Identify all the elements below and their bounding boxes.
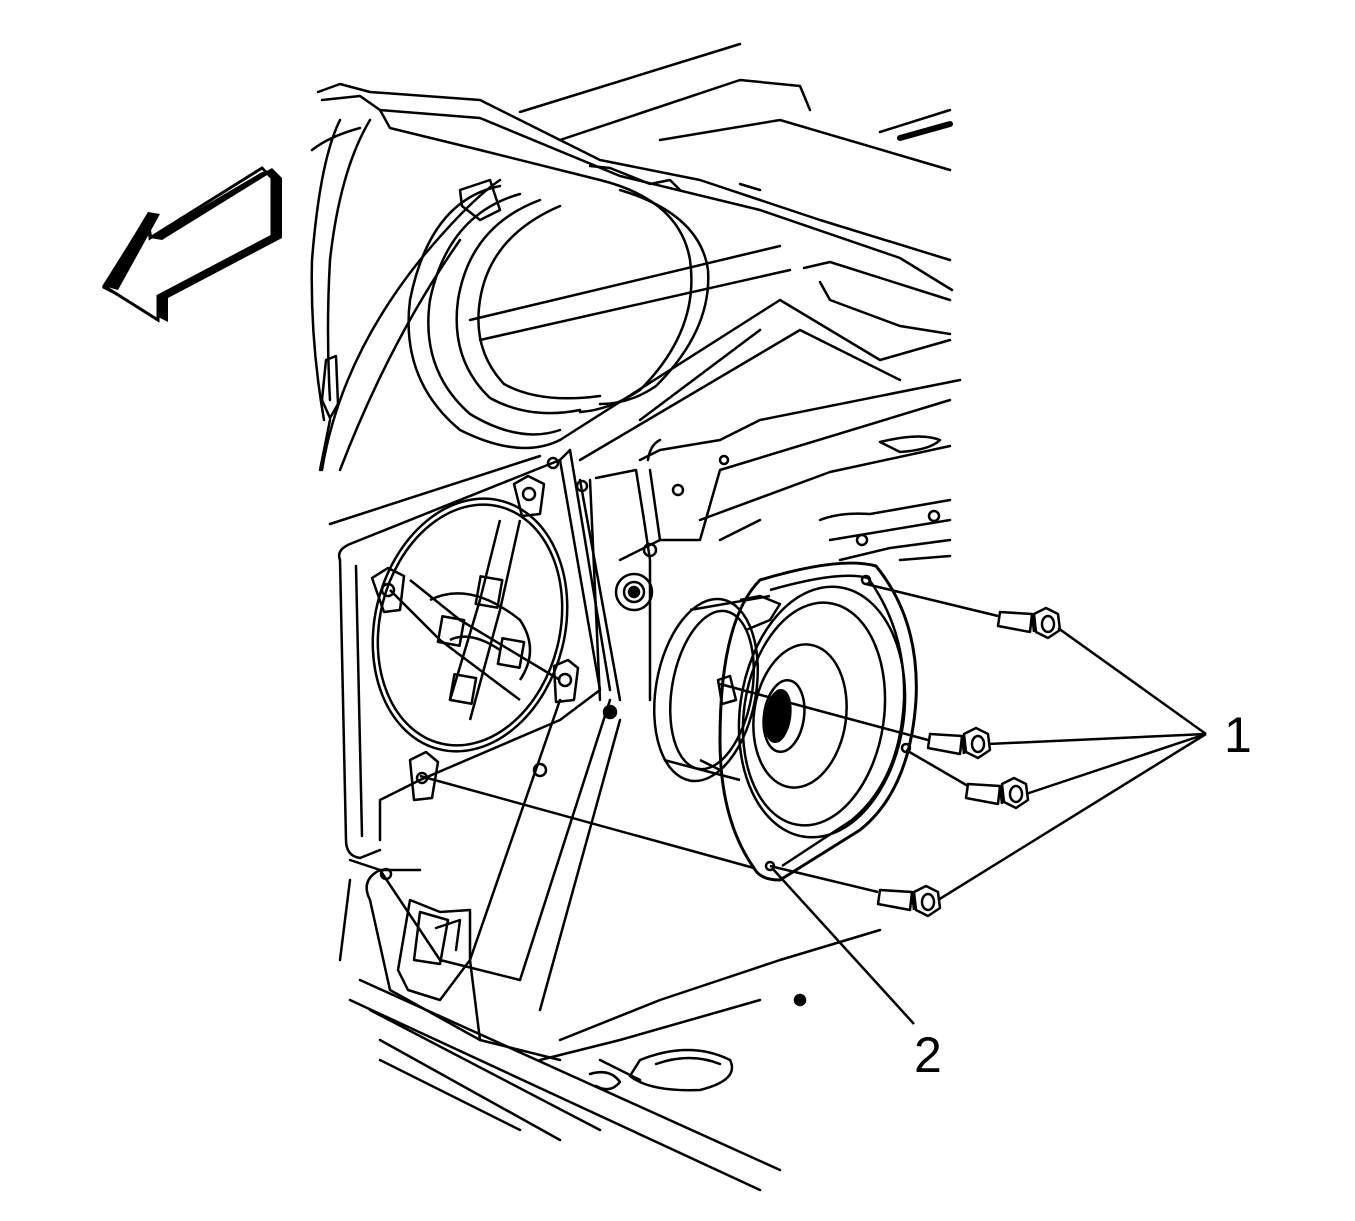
bolt xyxy=(876,884,942,918)
callout-leaders xyxy=(771,626,1207,1025)
bolt xyxy=(926,726,992,760)
bolt xyxy=(996,606,1062,640)
bolt xyxy=(964,776,1030,810)
speaker-mounting-opening xyxy=(370,454,941,1007)
callout-1-label: 1 xyxy=(1224,707,1252,763)
speaker xyxy=(652,561,918,882)
speaker-bolts xyxy=(876,606,1062,918)
front-direction-arrow-icon xyxy=(101,166,282,323)
callout-2-label: 2 xyxy=(914,1027,942,1083)
vehicle-body-structure xyxy=(310,42,962,1192)
alignment-lines xyxy=(419,582,999,894)
